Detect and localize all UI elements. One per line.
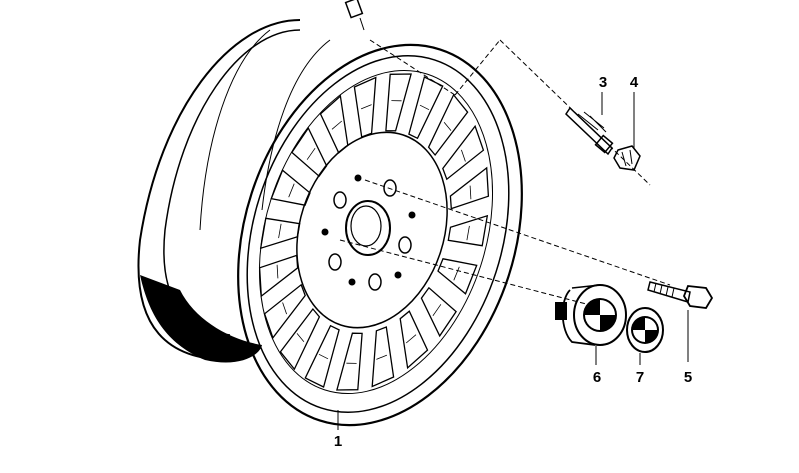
spoke-fin-edge	[282, 302, 287, 315]
spoke-fin-edge	[376, 354, 388, 360]
callout-6: 6	[593, 369, 601, 386]
spoke-fin-edge	[419, 104, 430, 111]
hub-cap	[555, 284, 627, 346]
spoke-fin	[279, 307, 321, 371]
callout-4: 4	[630, 74, 639, 91]
spoke-fin-edge	[432, 304, 442, 317]
wheel-hub	[296, 131, 448, 329]
wheel-spokes	[258, 73, 490, 391]
spoke-fin-edge	[405, 334, 417, 344]
spoke-fin-edge	[466, 225, 470, 241]
spoke-fin	[399, 310, 429, 370]
bmw-roundel-icon	[583, 298, 617, 332]
spoke-fin-edge	[278, 223, 282, 239]
spoke-fin	[270, 169, 311, 206]
wheel-emblem	[626, 307, 664, 353]
callout-5: 5	[684, 369, 692, 386]
callout-7: 7	[636, 369, 644, 386]
lug-bolt	[647, 281, 714, 309]
spoke-fin	[319, 94, 349, 154]
spoke-fin-edge	[296, 333, 305, 343]
spoke-fin-edge	[318, 353, 329, 360]
spoke-fin-edge	[306, 147, 316, 160]
callout-1: 1	[334, 433, 342, 450]
spoke-fin	[258, 254, 299, 298]
spoke-fin	[437, 258, 478, 295]
tire-valve	[565, 106, 614, 156]
spoke-fin	[447, 214, 489, 247]
spoke-fin	[259, 217, 301, 250]
callout-labels: 1 3 4 5 6 7	[334, 74, 692, 450]
spoke-fin-edge	[469, 185, 472, 200]
spoke-fin-edge	[461, 149, 466, 162]
spoke-fin	[427, 93, 469, 157]
spoke-fin	[449, 166, 490, 210]
spoke-fin	[420, 286, 457, 338]
spoke-fin-edge	[443, 121, 452, 131]
callout-3: 3	[599, 74, 607, 91]
spoke-fin-edge	[453, 266, 460, 281]
spoke-fin	[263, 283, 306, 340]
bmw-roundel-icon	[631, 316, 659, 344]
callout-leaders	[337, 92, 689, 430]
valve-stem-top	[344, 0, 365, 31]
spoke-fin	[385, 73, 412, 132]
spoke-fin-edge	[331, 120, 343, 130]
spoke-fin-edge	[288, 183, 295, 198]
spoke-fin	[336, 332, 363, 391]
rim-barrel	[137, 19, 331, 363]
spoke-fin	[408, 76, 444, 140]
valve-cap	[613, 145, 641, 171]
spoke-fin-edge	[276, 264, 279, 279]
spoke-fin	[442, 124, 485, 181]
spoke-fin	[291, 126, 328, 178]
spoke-fin	[304, 324, 340, 388]
spoke-fin-edge	[360, 104, 372, 110]
